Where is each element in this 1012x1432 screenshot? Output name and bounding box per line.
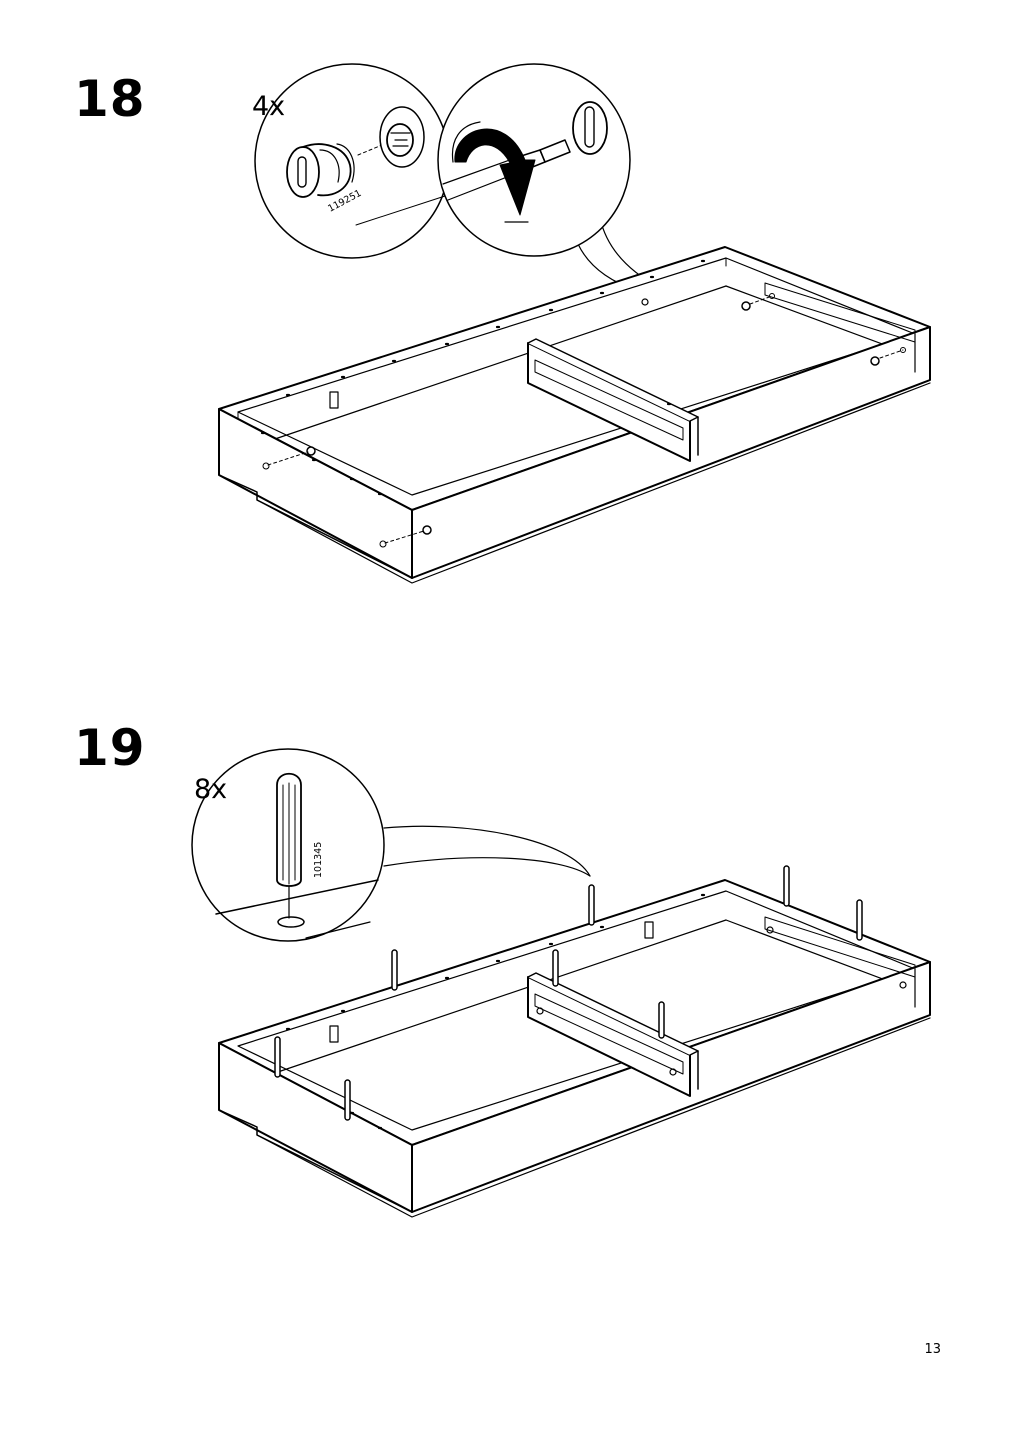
detail-pointer [383,825,591,877]
step-19-quantity: 8x [194,774,227,805]
frame-tray [218,246,931,584]
dowels [274,865,863,1121]
step-18-number: 18 [74,70,146,128]
step-19-illustration: 8x 101345 [191,748,931,1218]
cam-fitting-detail [254,63,450,259]
step-19-part-number: 101345 [313,842,324,878]
page-number: 13 [924,1342,941,1357]
dowel-detail [191,748,385,942]
screwdriver-detail [437,63,631,257]
rotation-arrow-icon [454,128,536,216]
step-19-number: 19 [74,719,146,777]
step-18-quantity: 4x [252,91,285,122]
step-18-illustration: 4x 119251 [218,63,931,584]
frame-tray [218,865,931,1218]
